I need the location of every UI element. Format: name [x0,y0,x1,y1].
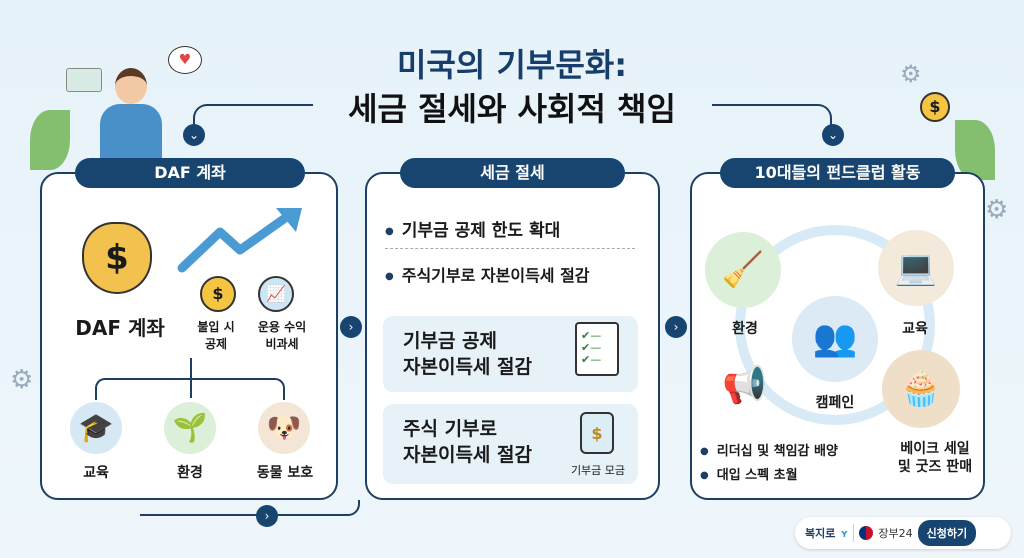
cause-label: 교육 [83,465,109,481]
fundclub-header: 10대들의 펀드클럽 활동 [720,158,955,188]
bokjiro-icon: ʏ [840,526,849,540]
bullet-item: 주식기부로 자본이득세 절감 [385,262,590,286]
gear-icon: ⚙ [10,365,34,395]
card-icon [66,68,102,92]
connector [140,500,360,516]
dog-hands-icon: 🐶 [258,402,310,454]
activity-label: 캠페인 [815,395,855,411]
education-icon: 💻 [878,230,954,306]
benefit-label: 운용 수익 비과세 [257,320,307,351]
activity-ring [735,225,935,425]
connector [193,104,313,134]
apply-button[interactable]: 신청하기 [917,520,977,546]
bake-sale-icon: 🧁 [882,350,960,428]
jar-label: 기부금 모금 [570,464,626,477]
heart-speech-icon: ♥ [168,46,202,74]
chevron-right-icon: › [665,316,687,338]
divider [385,248,635,249]
connector [712,104,832,134]
tax-header: 세금 절세 [400,158,625,188]
bullet-item: 리더십 및 책임감 배양 [700,440,838,459]
page-subtitle: 세금 절세와 사회적 책임 [348,90,676,128]
environment-icon: 🧹 [705,232,781,308]
activity-label: 환경 [732,321,758,337]
page-title: 미국의 기부문화: [396,46,628,84]
person-illustration [100,68,162,160]
leaf-icon [955,120,995,180]
chevron-down-icon: ⌄ [183,124,205,146]
money-bag-icon: $ [82,222,152,294]
activity-label: 베이크 세일 및 굿즈 판매 [897,441,973,475]
bokjiro-logo[interactable]: 복지로 [805,527,836,540]
megaphone-icon: 📢 [722,365,767,406]
dollar-coin-icon: $ [920,92,950,122]
gear-icon: ⚙ [900,60,922,88]
campaign-people-icon: 👥 [792,296,878,382]
graduation-icon: 🎓 [70,402,122,454]
benefit-label: 불입 시 공제 [197,320,235,351]
growth-chart-icon: 📈 [258,276,294,312]
footer-badge: 복지로 ʏ 장부24 신청하기 [795,517,1011,549]
bullet-item: 기부금 공제 한도 확대 [385,216,561,241]
divider [853,524,855,542]
daf-header: DAF 계좌 [75,158,305,188]
leaf-icon [30,110,70,170]
gov-emblem-icon [859,526,874,540]
daf-label: DAF 계좌 [75,316,165,340]
chevron-down-icon: ⌄ [822,124,844,146]
cause-label: 환경 [177,465,203,481]
trend-arrow-icon [177,208,302,273]
gov24-logo[interactable]: 장부24 [878,527,913,540]
box-text: 주식 기부로 자본이득세 절감 [403,418,532,466]
cause-label: 동물 보호 [256,465,314,481]
plant-hands-icon: 🌱 [164,402,216,454]
connector [190,358,192,398]
chevron-right-icon: › [340,316,362,338]
clipboard-icon: ✔—✔—✔— [575,322,619,376]
donation-jar-icon: $ [580,412,614,454]
dollar-coin-icon: $ [200,276,236,312]
gear-icon: ⚙ [985,195,1009,225]
box-text: 기부금 공제 자본이득세 절감 [403,330,532,378]
activity-label: 교육 [902,321,928,337]
bullet-item: 대입 스펙 초월 [700,464,798,483]
chevron-right-icon: › [256,505,278,527]
